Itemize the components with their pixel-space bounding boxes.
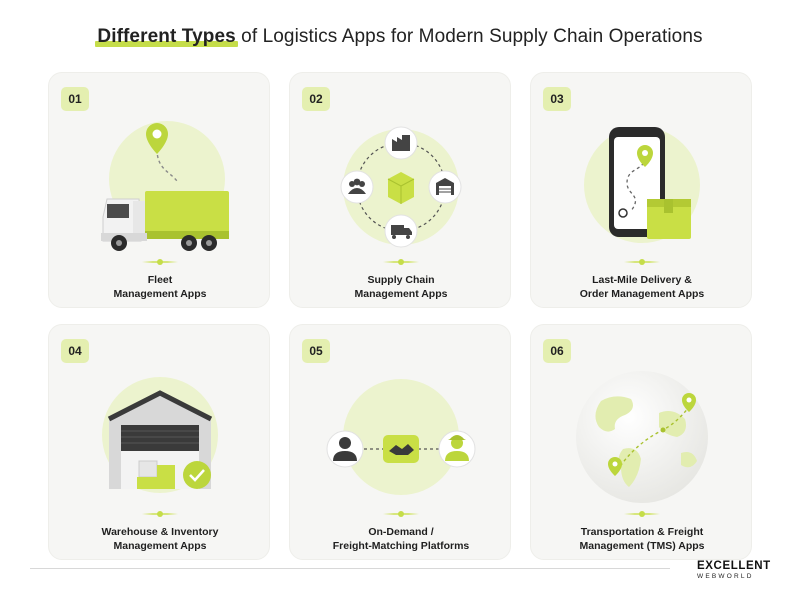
page-title: Different Types of Logistics Apps for Mo… [0,26,800,48]
card-label: Warehouse & Inventory Management Apps [49,525,271,553]
divider [624,511,660,517]
card-warehouse-inventory[interactable]: 04 Warehouse & Inventory Management Apps [48,324,270,560]
card-last-mile-delivery[interactable]: 03 Last-Mile Delivery & Order Management… [530,72,752,308]
network-icon [290,101,512,261]
brand-name: EXCELLENT [697,560,771,572]
card-label-line2: Order Management Apps [579,288,705,300]
card-label: Transportation & Freight Management (TMS… [531,525,753,553]
phone-route-icon [531,101,753,261]
card-number: 05 [302,339,330,363]
card-label-line2: Management Apps [113,288,207,300]
card-fleet-management[interactable]: 01 Fleet Management Apps [48,72,270,308]
card-label-line1: Supply Chain [367,274,435,286]
card-label-line1: Warehouse & Inventory [101,526,219,538]
card-number: 02 [302,87,330,111]
brand-logo[interactable]: EXCELLENT WEBWORLD [697,560,777,580]
card-label: Supply Chain Management Apps [290,273,512,301]
warehouse-icon [49,353,271,513]
card-label-line1: On-Demand / [368,526,434,538]
card-on-demand-freight[interactable]: 05 On-Demand / Freight-Matching Platform… [289,324,511,560]
truck-icon [49,101,271,261]
card-label-line2: Management Apps [113,540,207,552]
card-label: On-Demand / Freight-Matching Platforms [290,525,512,553]
divider [383,259,419,265]
card-number: 03 [543,87,571,111]
card-label-line1: Fleet [147,274,173,286]
card-supply-chain-management[interactable]: 02 Supply Chain [289,72,511,308]
globe-icon [531,353,753,513]
divider [624,259,660,265]
card-label-line1: Transportation & Freight [580,526,704,538]
card-number: 06 [543,339,571,363]
footer-divider [30,568,670,569]
handshake-icon [290,353,512,513]
card-label-line2: Management (TMS) Apps [579,540,705,552]
card-label-line2: Freight-Matching Platforms [332,540,470,552]
card-number: 04 [61,339,89,363]
divider [383,511,419,517]
title-rest: of Logistics Apps for Modern Supply Chai… [235,26,703,47]
card-label-line2: Management Apps [354,288,448,300]
brand-subname: WEBWORLD [697,573,754,580]
divider [142,511,178,517]
card-number: 01 [61,87,89,111]
title-highlight: Different Types [97,26,236,47]
card-transportation-tms[interactable]: 06 [530,324,752,560]
card-label: Fleet Management Apps [49,273,271,301]
card-grid: 01 Fleet Management Apps [48,72,752,560]
card-label-line1: Last-Mile Delivery & [592,274,692,286]
divider [142,259,178,265]
card-label: Last-Mile Delivery & Order Management Ap… [531,273,753,301]
